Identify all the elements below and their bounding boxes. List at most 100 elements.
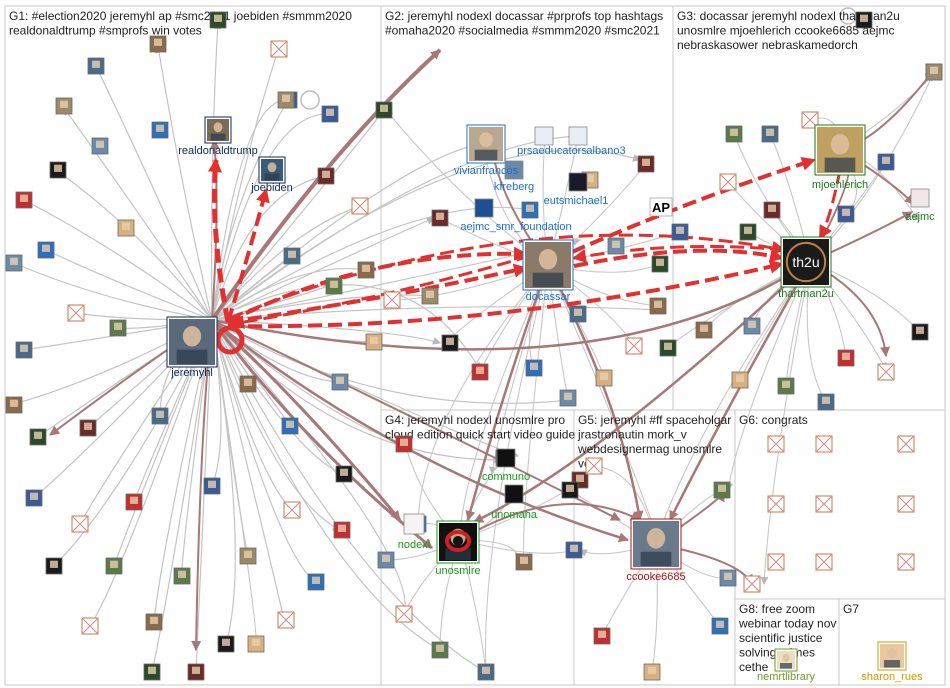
node[interactable]: [91, 137, 109, 155]
node-eutsmichael1[interactable]: [568, 172, 588, 192]
node[interactable]: [643, 663, 661, 681]
node[interactable]: [713, 481, 731, 499]
node[interactable]: [801, 111, 819, 129]
node[interactable]: [277, 91, 295, 109]
node-prsaeducators[interactable]: [534, 126, 554, 146]
node[interactable]: [767, 553, 785, 571]
node[interactable]: [815, 495, 833, 513]
node[interactable]: [767, 495, 785, 513]
node[interactable]: [45, 557, 63, 575]
node[interactable]: [525, 359, 543, 377]
node-ccooke6685[interactable]: [630, 518, 682, 570]
node[interactable]: [377, 551, 395, 569]
node[interactable]: [29, 428, 47, 446]
node[interactable]: [897, 435, 915, 453]
node[interactable]: [321, 105, 339, 123]
node[interactable]: [649, 297, 667, 315]
node[interactable]: [151, 121, 169, 139]
node[interactable]: [719, 569, 737, 587]
node[interactable]: [897, 553, 915, 571]
node[interactable]: [763, 201, 781, 219]
node[interactable]: [239, 547, 257, 565]
node-sharon_rues[interactable]: [877, 641, 907, 671]
node[interactable]: [351, 197, 369, 215]
node-docassar[interactable]: [522, 239, 574, 291]
node[interactable]: [671, 223, 689, 241]
node-nemrtlibrary[interactable]: [774, 648, 798, 672]
node[interactable]: [441, 334, 459, 352]
node[interactable]: [731, 371, 749, 389]
node[interactable]: [105, 557, 123, 575]
node-albano3[interactable]: [568, 126, 588, 146]
node[interactable]: [67, 304, 85, 322]
node[interactable]: [187, 663, 205, 681]
node[interactable]: [239, 375, 257, 393]
node[interactable]: [335, 465, 353, 483]
node[interactable]: [815, 435, 833, 453]
node[interactable]: [777, 377, 795, 395]
node[interactable]: [307, 573, 325, 591]
node-communo[interactable]: [496, 448, 516, 468]
node[interactable]: [561, 481, 579, 499]
node-joebiden[interactable]: [258, 156, 286, 184]
node[interactable]: [877, 363, 895, 381]
node[interactable]: [595, 369, 613, 387]
node[interactable]: [357, 261, 375, 279]
node[interactable]: [431, 641, 449, 659]
node[interactable]: [281, 417, 299, 435]
node[interactable]: [5, 396, 23, 414]
node[interactable]: [317, 167, 335, 185]
node-realdonaldtrump[interactable]: [204, 116, 232, 144]
node[interactable]: [173, 567, 191, 585]
node[interactable]: [695, 321, 713, 339]
node[interactable]: [109, 319, 127, 337]
node[interactable]: [725, 125, 743, 143]
node[interactable]: [125, 493, 143, 511]
node[interactable]: [421, 287, 439, 305]
node-thartman2u[interactable]: th2u: [780, 236, 832, 288]
node[interactable]: [593, 627, 611, 645]
node[interactable]: [383, 291, 401, 309]
node[interactable]: [515, 553, 533, 571]
node[interactable]: [375, 101, 393, 119]
node[interactable]: [37, 241, 55, 259]
node[interactable]: [743, 317, 761, 335]
node[interactable]: [365, 333, 383, 351]
node[interactable]: [569, 305, 587, 323]
node-jeremyhl[interactable]: [166, 316, 218, 368]
node[interactable]: [559, 389, 577, 407]
node[interactable]: [81, 617, 99, 635]
node-aejmc_smr_foundation[interactable]: [474, 198, 494, 218]
node-unomaha[interactable]: [504, 484, 524, 504]
node[interactable]: [203, 477, 221, 495]
node[interactable]: [55, 97, 73, 115]
node[interactable]: [711, 617, 729, 635]
node[interactable]: [925, 63, 943, 81]
node[interactable]: [79, 419, 97, 437]
node[interactable]: [815, 553, 833, 571]
node[interactable]: [739, 223, 757, 241]
node[interactable]: [217, 635, 235, 653]
node-vivianfrancos[interactable]: [466, 124, 506, 164]
node-aejmc[interactable]: [910, 188, 930, 208]
node[interactable]: [247, 635, 265, 653]
node-nodexl[interactable]: [403, 513, 425, 535]
node[interactable]: [149, 35, 167, 53]
node[interactable]: [837, 205, 855, 223]
node[interactable]: [270, 40, 288, 58]
node[interactable]: [143, 663, 161, 681]
node[interactable]: [625, 337, 643, 355]
node[interactable]: [659, 339, 677, 357]
node-unosmlre[interactable]: [436, 520, 480, 564]
node[interactable]: [817, 393, 835, 411]
node-kfreberg[interactable]: [504, 160, 524, 180]
node[interactable]: [855, 11, 873, 29]
node[interactable]: [767, 435, 785, 453]
node[interactable]: [477, 663, 495, 681]
node[interactable]: [637, 155, 655, 173]
node[interactable]: [49, 161, 67, 179]
node[interactable]: [145, 613, 163, 631]
node[interactable]: [117, 219, 135, 237]
node[interactable]: [585, 457, 603, 475]
node[interactable]: [395, 605, 413, 623]
